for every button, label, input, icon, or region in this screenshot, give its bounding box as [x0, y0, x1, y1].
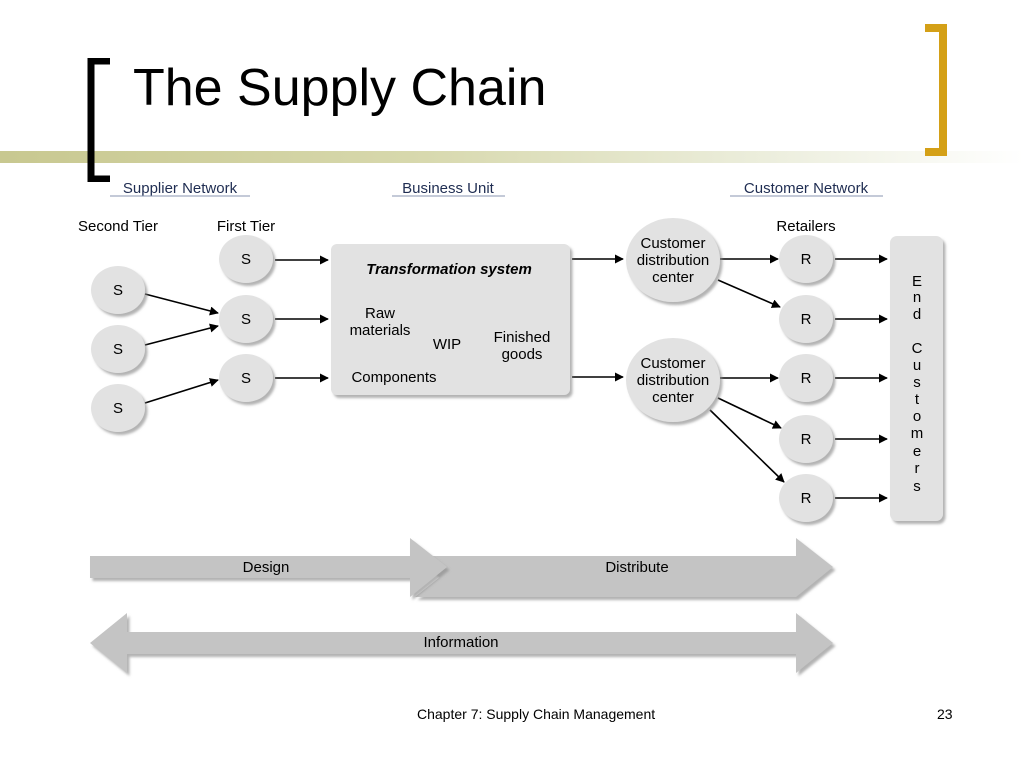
- label-first-tier: First Tier: [217, 218, 275, 235]
- svg-text:R: R: [801, 311, 812, 328]
- svg-text:S: S: [113, 282, 123, 299]
- raw-materials-label: materials: [350, 322, 411, 339]
- end-customers-letter: d: [913, 306, 921, 323]
- first-tier-supplier: S: [219, 235, 273, 283]
- end-customers-letter: e: [913, 443, 921, 460]
- finished-goods-label: Finished: [494, 329, 551, 346]
- first-tier-supplier: S: [219, 295, 273, 343]
- customer-distribution-center: Customer distribution center: [626, 218, 720, 302]
- end-customers-letter: C: [912, 340, 923, 357]
- transformation-title: Transformation system: [366, 261, 532, 278]
- svg-text:R: R: [801, 370, 812, 387]
- svg-text:Customer: Customer: [640, 235, 705, 252]
- label-second-tier: Second Tier: [78, 218, 158, 235]
- distribute-label: Distribute: [605, 559, 668, 576]
- finished-goods-label: goods: [502, 346, 543, 363]
- retailer-node: R: [779, 354, 833, 402]
- end-customers-letter: s: [913, 478, 921, 495]
- end-customers-letter: u: [913, 357, 921, 374]
- header-customer-network: Customer Network: [744, 180, 869, 197]
- svg-text:Customer: Customer: [640, 355, 705, 372]
- second-tier-supplier: S: [91, 384, 145, 432]
- end-customers-letter: o: [913, 408, 921, 425]
- label-retailers: Retailers: [776, 218, 835, 235]
- footer-chapter: Chapter 7: Supply Chain Management: [417, 706, 656, 722]
- wip-label: WIP: [433, 336, 461, 353]
- raw-materials-label: Raw: [365, 305, 395, 322]
- right-bracket: [925, 24, 947, 156]
- design-flow-arrow: Design: [90, 538, 447, 597]
- information-flow-arrow: Information: [90, 613, 833, 673]
- design-label: Design: [243, 559, 290, 576]
- retailer-node: R: [779, 415, 833, 463]
- svg-text:distribution: distribution: [637, 252, 710, 269]
- retailer-node: R: [779, 474, 833, 522]
- page-number: 23: [937, 706, 953, 722]
- second-tier-supplier: S: [91, 266, 145, 314]
- transformation-system-box: Transformation system Raw materials WIP …: [331, 244, 570, 395]
- svg-text:S: S: [113, 341, 123, 358]
- end-customers-letter: t: [915, 391, 920, 408]
- first-tier-supplier: S: [219, 354, 273, 402]
- end-customers-letter: s: [913, 374, 921, 391]
- customer-distribution-center: Customer distribution center: [626, 338, 720, 422]
- left-bracket: [87, 58, 110, 182]
- end-customers-box: E n d C u s t o m e r s: [890, 236, 943, 521]
- end-customers-letter: m: [911, 425, 924, 442]
- slide-title: The Supply Chain: [133, 59, 547, 117]
- svg-text:S: S: [113, 400, 123, 417]
- header-supplier-network: Supplier Network: [123, 180, 238, 197]
- svg-text:S: S: [241, 251, 251, 268]
- supply-chain-diagram: Supplier Network Business Unit Customer …: [78, 180, 943, 673]
- svg-text:distribution: distribution: [637, 372, 710, 389]
- svg-text:center: center: [652, 269, 694, 286]
- distribute-flow-arrow: Distribute: [415, 538, 833, 597]
- svg-text:R: R: [801, 251, 812, 268]
- header-business-unit: Business Unit: [402, 180, 495, 197]
- end-customers-letter: E: [912, 273, 922, 290]
- retailer-node: R: [779, 295, 833, 343]
- second-tier-supplier: S: [91, 325, 145, 373]
- svg-text:center: center: [652, 389, 694, 406]
- information-label: Information: [423, 634, 498, 651]
- end-customers-letter: r: [915, 460, 920, 477]
- svg-text:S: S: [241, 311, 251, 328]
- title-accent-band: [0, 151, 1024, 163]
- svg-text:R: R: [801, 490, 812, 507]
- svg-text:S: S: [241, 370, 251, 387]
- components-label: Components: [351, 369, 436, 386]
- svg-text:R: R: [801, 431, 812, 448]
- end-customers-letter: n: [913, 289, 921, 306]
- retailer-node: R: [779, 235, 833, 283]
